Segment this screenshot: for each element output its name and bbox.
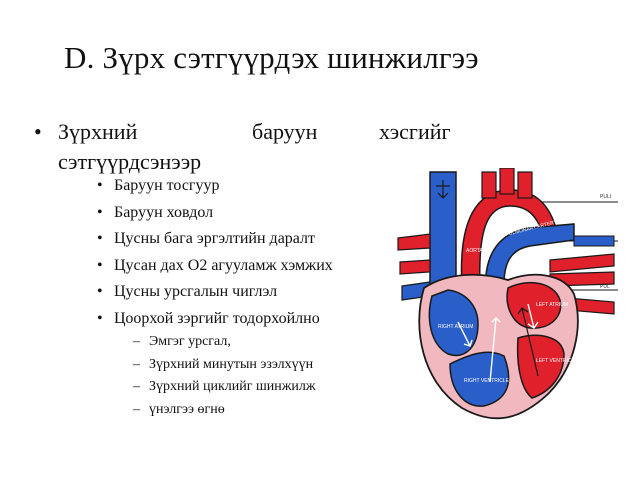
dash-marker: –	[133, 334, 140, 349]
bullet-marker: •	[97, 283, 103, 300]
list-item-text: Цусны бага эргэлтийн даралт	[114, 230, 316, 247]
list-item-text: Цусан дах О2 агууламж хэмжих	[114, 256, 333, 274]
flow-arrow-icon	[517, 307, 539, 377]
label-pul-top: PULI	[600, 194, 611, 200]
flow-arrow-icon	[489, 317, 501, 383]
list-item-text: үнэлгээ өгнө	[149, 401, 225, 417]
flow-arrow-icon	[457, 321, 473, 347]
dash-marker: –	[133, 401, 140, 417]
right-ventricle	[449, 351, 510, 407]
bullet-marker: •	[34, 119, 42, 144]
bullet-word-1: Зүрхний	[58, 119, 138, 144]
artery-branch	[499, 168, 515, 195]
artery-branch	[399, 259, 431, 275]
artery-branch	[481, 171, 497, 199]
pulmonary-artery-branch	[573, 235, 615, 247]
artery-branch	[397, 233, 431, 251]
left-atrium	[506, 281, 562, 329]
artery-branch	[517, 171, 533, 199]
bullet-word-2: баруун	[252, 119, 318, 144]
bullet-marker: •	[97, 230, 103, 247]
bullet-marker: •	[97, 203, 103, 221]
heart-illustration: AORTA PULMONARY ARTERY PULI PUL LEFT ATR…	[397, 168, 618, 420]
slide-title: D. Зүрх сэтгүүрдэх шинжилгээ	[64, 40, 479, 75]
list-item-text: Зүрхний минутын эзэлхүүн	[149, 356, 314, 372]
bullet-marker: •	[97, 309, 103, 327]
label-right-atrium: RIGHT ATRIUM	[438, 324, 473, 330]
bullet-line-2: сэтгүүрдсэнээр	[58, 149, 202, 174]
label-left-atrium: LEFT ATRIUM	[536, 302, 568, 308]
pulmonary-artery	[484, 223, 575, 301]
dash-marker: –	[133, 379, 140, 394]
list-item-text: Зүрхний циклийг шинжилж	[149, 379, 316, 394]
left-ventricle	[516, 334, 565, 399]
bullet-word-3: хэсгийг	[379, 119, 451, 144]
list-item-text: Цусны урсгалын чиглэл	[114, 283, 278, 300]
list-item-text: Баруун ховдол	[114, 203, 214, 221]
heart-diagram: AORTA PULMONARY ARTERY PULI PUL LEFT ATR…	[378, 168, 618, 426]
list-item-text: Цоорхой зэргийг тодорхойлно	[114, 309, 320, 327]
pulmonary-vein	[549, 253, 615, 273]
flow-arrow-icon	[527, 303, 539, 329]
dash-marker: –	[133, 356, 140, 372]
list-item-text: Баруун тосгуур	[114, 177, 220, 194]
bullet-marker: •	[97, 177, 103, 194]
label-aorta: AORTA	[466, 248, 483, 254]
arrow-icon	[436, 180, 450, 199]
bullet-marker: •	[97, 256, 103, 274]
list-item-text: Эмгэг урсгал,	[149, 334, 231, 349]
label-pul-bottom: PUL	[600, 284, 610, 290]
label-left-ventricle: LEFT VENTRICLE	[536, 358, 578, 364]
label-right-ventricle: RIGHT VENTRICLE	[464, 378, 510, 384]
